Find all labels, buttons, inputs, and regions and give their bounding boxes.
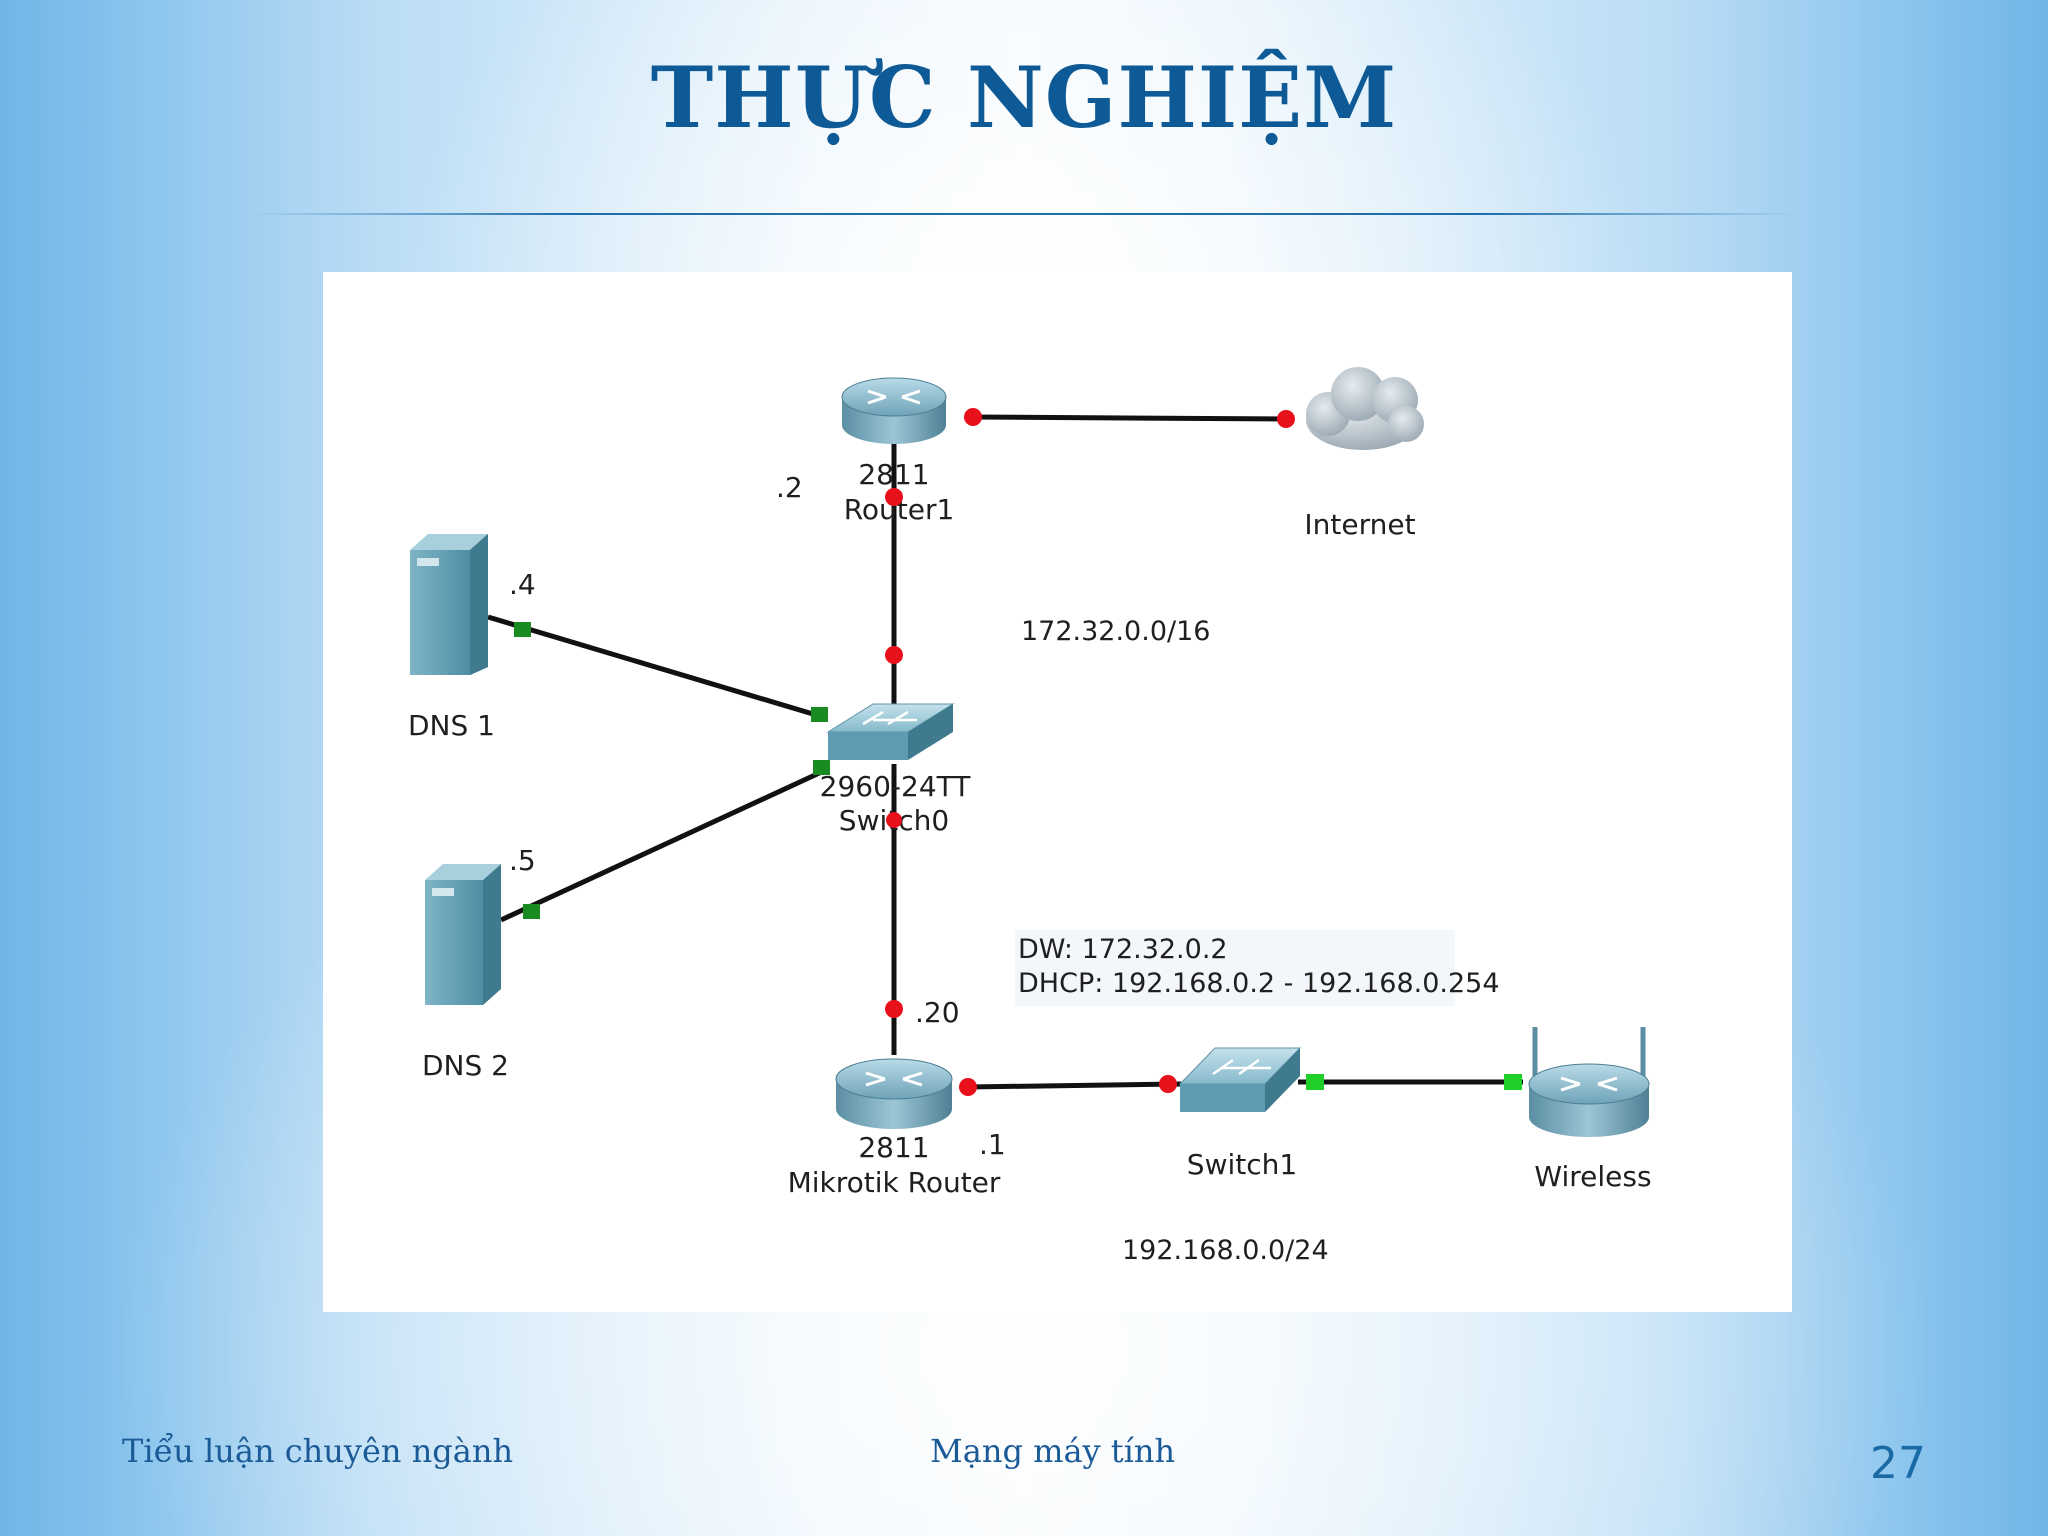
title-divider [248, 213, 1800, 215]
topology-svg: 2811 Router1 .2 Internet 172.32.0.0/16 .… [408, 367, 1652, 1266]
router1-icon[interactable] [841, 377, 947, 444]
links [487, 414, 1523, 1090]
router1-ip-suffix: .2 [776, 471, 803, 504]
slide-title: THỰC NGHIỆM [650, 48, 1398, 147]
cloud-icon[interactable] [1306, 367, 1424, 450]
page-number: 27 [1870, 1438, 1926, 1489]
link-router1-internet [972, 414, 1287, 422]
switch0-model: 2960-24TT [820, 770, 972, 803]
port-down-indicator [964, 408, 982, 426]
mikrotik-name: Mikrotik Router [788, 1166, 1001, 1199]
dns1-ip-suffix: .4 [509, 568, 536, 601]
switch1-label: Switch1 [1187, 1148, 1297, 1181]
port-indicators [514, 408, 1522, 1096]
gateway-info: DW: 172.32.0.2 [1018, 934, 1228, 965]
port-up-indicator [811, 707, 828, 722]
wireless-label: Wireless [1534, 1160, 1651, 1193]
switch-icon[interactable] [826, 703, 955, 760]
mikrotik-ip-suffix-up: .20 [915, 996, 960, 1029]
port-up-indicator [1504, 1074, 1522, 1090]
port-up-indicator [1306, 1074, 1324, 1090]
footer-center: Mạng máy tính [930, 1432, 1176, 1470]
port-down-indicator [885, 488, 903, 506]
network-diagram: 2811 Router1 .2 Internet 172.32.0.0/16 .… [323, 272, 1792, 1312]
port-down-indicator [886, 812, 902, 828]
dns1-label: DNS 1 [408, 709, 495, 742]
port-down-indicator [885, 646, 903, 664]
port-up-indicator [813, 760, 830, 775]
dns2-label: DNS 2 [422, 1049, 509, 1082]
network-top-label: 172.32.0.0/16 [1021, 616, 1210, 647]
wireless-router-icon[interactable] [1528, 1027, 1650, 1137]
footer-left: Tiểu luận chuyên ngành [122, 1432, 514, 1470]
port-down-indicator [1159, 1075, 1177, 1093]
port-down-indicator [959, 1078, 977, 1096]
router-icon[interactable] [835, 1058, 953, 1129]
switch-icon[interactable] [1178, 1047, 1302, 1112]
link-dns2-switch0 [499, 766, 830, 923]
mikrotik-ip-suffix-down: .1 [979, 1128, 1006, 1161]
port-up-indicator [523, 904, 540, 919]
router1-model: 2811 [858, 458, 929, 491]
mikrotik-model: 2811 [858, 1131, 929, 1164]
link-mikrotik-switch1 [967, 1081, 1182, 1090]
dhcp-range-info: DHCP: 192.168.0.2 - 192.168.0.254 [1018, 968, 1500, 999]
server-icon[interactable] [425, 864, 501, 1005]
port-down-indicator [885, 1000, 903, 1018]
port-up-indicator [514, 622, 531, 637]
link-dns1-switch0 [487, 614, 824, 720]
network-bottom-label: 192.168.0.0/24 [1122, 1235, 1329, 1266]
server-icon[interactable] [410, 534, 488, 675]
dhcp-info-box [1015, 930, 1455, 1006]
dns2-ip-suffix: .5 [509, 844, 536, 877]
internet-label: Internet [1304, 508, 1415, 541]
port-down-indicator [1277, 410, 1295, 428]
